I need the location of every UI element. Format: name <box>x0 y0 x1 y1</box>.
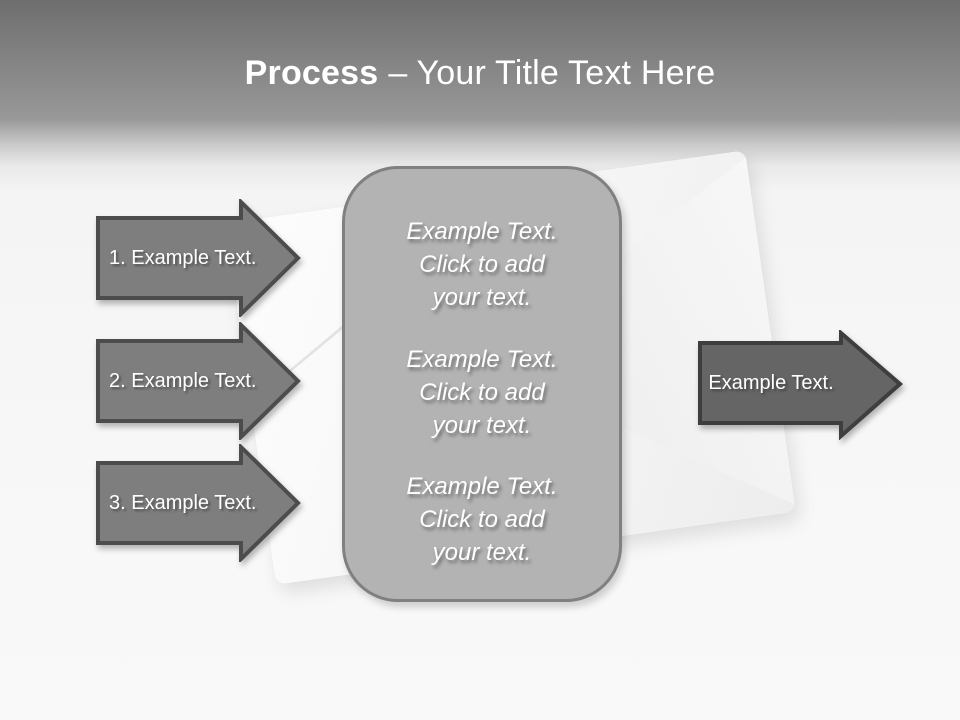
right-arrow-icon <box>96 199 301 317</box>
process-step-3-label: 3. Example Text. <box>109 492 257 514</box>
right-arrow-icon <box>96 444 301 562</box>
process-step-1-label: 1. Example Text. <box>109 247 257 269</box>
title-bold-text: Process <box>244 54 379 92</box>
example-text-block-3[interactable]: Example Text. Click to add your text. <box>406 473 558 566</box>
process-step-3-arrow[interactable]: 3. Example Text. <box>96 444 302 562</box>
process-step-2-arrow[interactable]: 2. Example Text. <box>96 322 302 440</box>
process-output-arrow[interactable]: Example Text. <box>698 330 904 440</box>
process-output-label: Example Text. <box>708 372 834 394</box>
process-step-2-label: 2. Example Text. <box>109 370 257 392</box>
page-title: Process– Your Title Text Here <box>0 54 960 93</box>
example-text-block-2[interactable]: Example Text. Click to add your text. <box>406 345 558 439</box>
process-step-1-arrow[interactable]: 1. Example Text. <box>96 199 302 317</box>
example-text-block-1[interactable]: Example Text. Click to add your text. <box>406 218 558 311</box>
right-arrow-icon <box>698 330 904 440</box>
right-arrow-icon <box>96 322 301 440</box>
process-summary-box[interactable]: Example Text. Click to add your text. Ex… <box>342 166 622 602</box>
title-rest-text: – Your Title Text Here <box>388 54 716 92</box>
